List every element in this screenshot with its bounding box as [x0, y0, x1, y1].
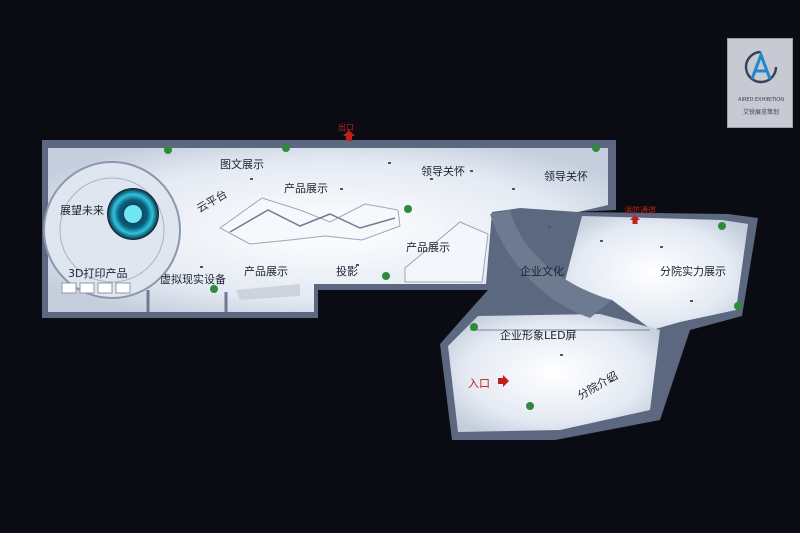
zone-label-culture: 企业文化	[520, 265, 564, 278]
exit-label-right: 消防通道	[624, 206, 656, 215]
company-logo: AIRED EXHIBITION 艾锐展览策划	[727, 38, 793, 128]
plant-icon	[210, 285, 218, 293]
pedestal-1	[61, 282, 77, 294]
zone-label-led: 企业形象LED屏	[500, 329, 577, 342]
zone-label-projection: 投影	[336, 265, 358, 278]
aired-logo-icon	[744, 50, 778, 84]
zone-label-graphic: 图文展示	[220, 158, 264, 171]
exit-marker-right	[630, 215, 640, 224]
logo-text-cn: 艾锐展览策划	[742, 109, 779, 116]
plant-icon	[470, 323, 478, 331]
plant-icon	[164, 146, 172, 154]
plant-icon	[718, 222, 726, 230]
plant-icon	[404, 205, 412, 213]
product-counter	[236, 284, 300, 300]
plant-icon	[526, 402, 534, 410]
zone-label-vr: 虚拟现实设备	[160, 273, 226, 286]
pedestal-2	[79, 282, 95, 294]
plant-icon	[734, 302, 742, 310]
exit-marker-top	[343, 130, 355, 141]
floor-entrance-wing	[448, 314, 660, 432]
ceiling-dots	[200, 162, 693, 382]
zone-label-leader-1: 领导关怀	[421, 165, 465, 178]
floor-right-wing	[560, 216, 748, 330]
pedestal-3	[97, 282, 113, 294]
exit-label-top: 出口	[338, 123, 354, 132]
zone-label-product-3: 产品展示	[406, 241, 450, 254]
zone-label-leader-2: 领导关怀	[544, 170, 588, 183]
zone-label-product-1: 产品展示	[284, 182, 328, 195]
zone-label-entrance: 入口	[468, 377, 490, 390]
entrance-marker	[498, 375, 509, 387]
plant-icon	[282, 144, 290, 152]
product-island	[404, 221, 489, 283]
plant-icon	[592, 144, 600, 152]
culture-wall	[490, 210, 612, 318]
zone-label-future: 展望未来	[60, 204, 104, 217]
zone-label-3d-print: 3D打印产品	[68, 267, 128, 280]
plant-icon	[382, 272, 390, 280]
future-dome-inner	[59, 177, 165, 283]
logo-text-en: AIRED EXHIBITION	[738, 97, 784, 103]
zone-label-branch-strength: 分院实力展示	[660, 265, 726, 278]
zone-label-product-2: 产品展示	[244, 265, 288, 278]
cloud-sculpture	[219, 197, 401, 245]
pedestal-4	[115, 282, 131, 294]
cloud-sculpture-lines	[229, 209, 396, 233]
future-ring-core	[124, 205, 142, 223]
